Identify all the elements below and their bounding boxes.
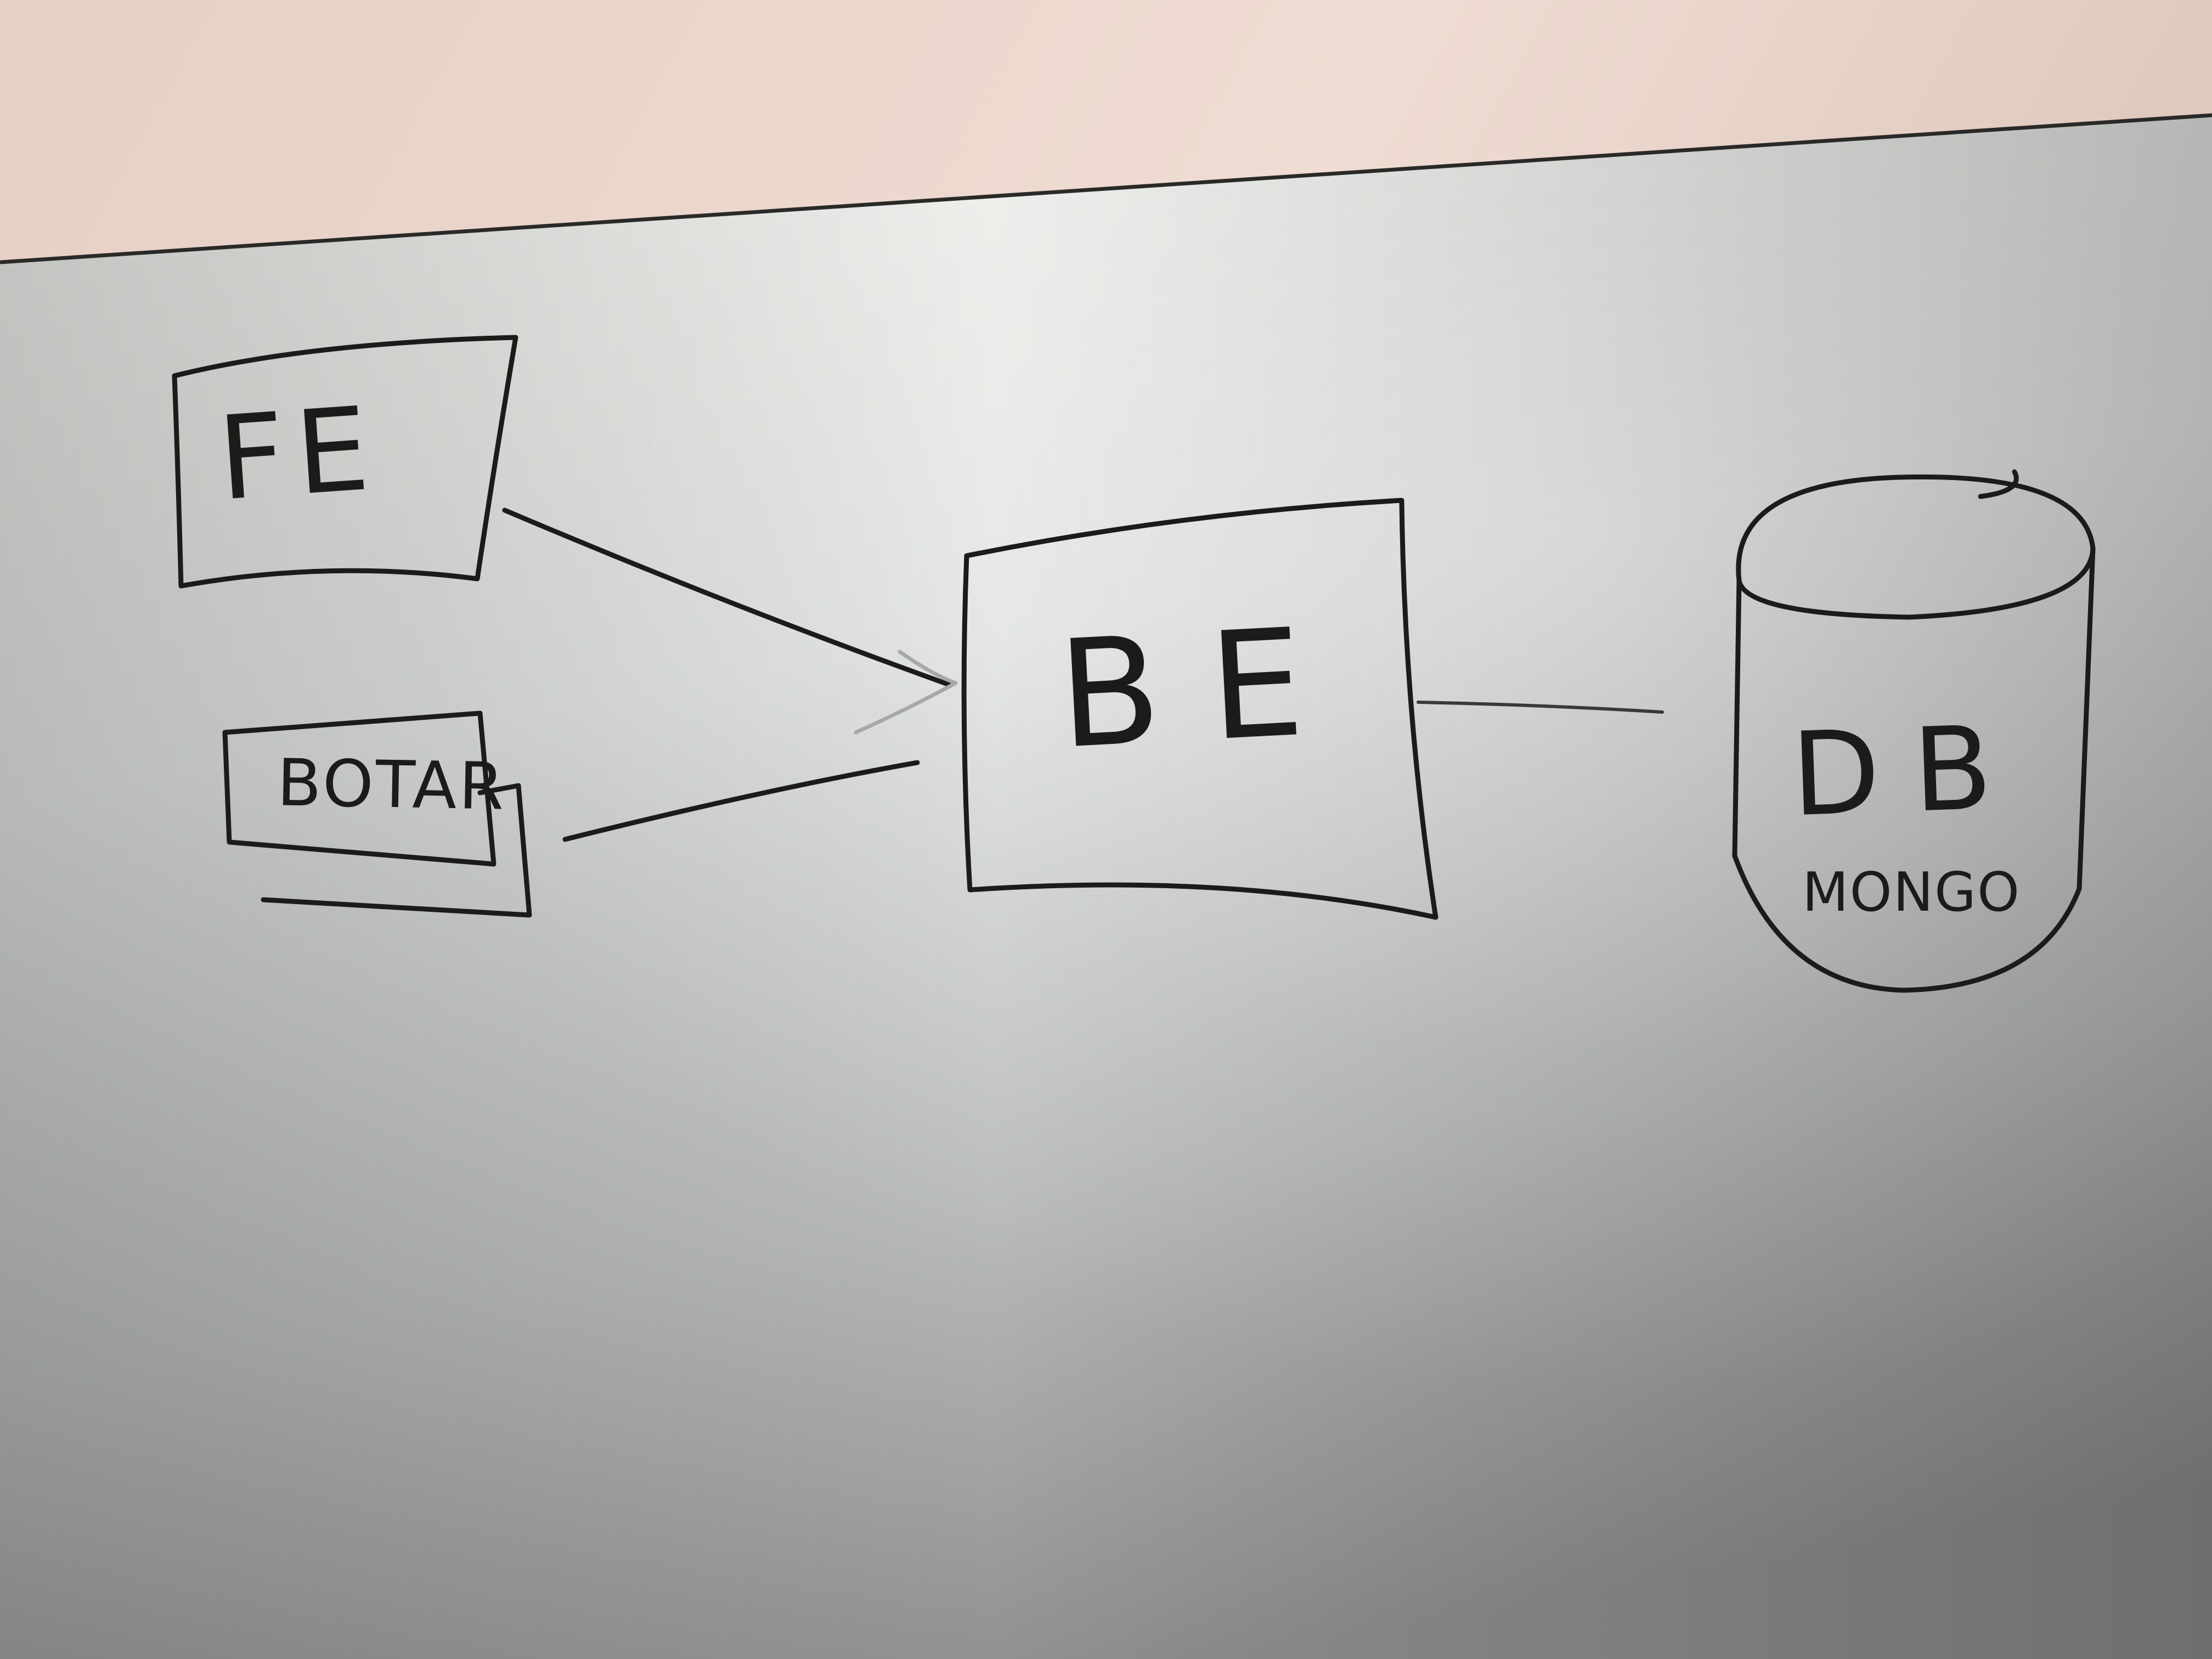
fe-label: FE: [214, 381, 384, 527]
be-label: BE: [1054, 594, 1357, 782]
arrowhead-faint: [854, 650, 958, 735]
edge-be-to-db: [1417, 701, 1664, 714]
db-sublabel: MONGO: [1802, 861, 2021, 924]
db-label: DB: [1789, 700, 2027, 843]
edge-fe-to-be: [502, 507, 952, 687]
botar-label: BOTAR: [276, 744, 507, 824]
be-box: [961, 498, 1438, 920]
edge-botar-to-be: [562, 760, 920, 842]
db-cylinder-body: [1732, 546, 2096, 993]
botar-box-front: [222, 710, 496, 867]
db-cylinder-top: [1736, 474, 2096, 620]
botar-box-back: [261, 783, 532, 918]
db-cylinder-cap-mark: [1978, 469, 2019, 499]
whiteboard-top-edge: [0, 113, 2212, 264]
fe-box: [172, 335, 518, 589]
